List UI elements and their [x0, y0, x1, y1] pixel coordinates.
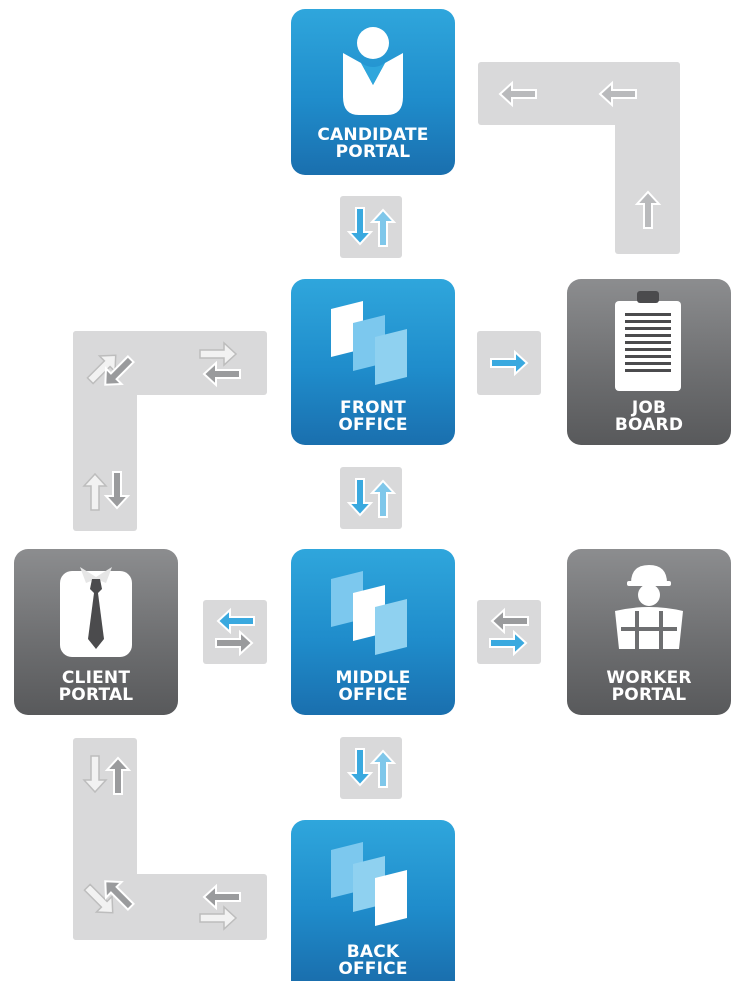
client-portal-node[interactable]: CLIENT PORTAL: [14, 549, 178, 715]
arrow-up-icon: [636, 191, 660, 229]
document-stack-icon: [331, 571, 407, 655]
connector-middle-back: [340, 737, 402, 799]
arrow-down-icon: [348, 207, 372, 245]
back-office-node[interactable]: BACK OFFICE: [291, 820, 455, 981]
middle-office-node[interactable]: MIDDLE OFFICE: [291, 549, 455, 715]
worker-portal-node[interactable]: WORKER PORTAL: [567, 549, 731, 715]
connector-client-middle: [203, 600, 267, 664]
clipboard-icon: [615, 291, 681, 391]
arrow-right-icon: [215, 631, 253, 655]
shirt-tie-icon: [60, 567, 132, 657]
arrow-left-icon: [217, 609, 255, 633]
arrow-right-icon: [199, 342, 237, 366]
node-label-line2: OFFICE: [338, 959, 408, 979]
person-icon: [343, 27, 403, 115]
front-office-node[interactable]: FRONT OFFICE: [291, 279, 455, 445]
job-board-node[interactable]: JOB BOARD: [567, 279, 731, 445]
node-label-line2: PORTAL: [611, 685, 687, 705]
arrow-up-icon: [106, 757, 130, 795]
arrow-up-icon: [371, 480, 395, 518]
arrow-left-icon: [203, 362, 241, 386]
hardhat-worker-icon: [615, 565, 683, 649]
node-label-line1: CLIENT: [61, 668, 131, 688]
arrow-up-icon: [83, 473, 107, 511]
arrow-up-icon: [371, 209, 395, 247]
candidate-portal-node[interactable]: CANDIDATE PORTAL: [291, 9, 455, 175]
arrow-left-icon: [499, 82, 537, 106]
node-label-line2: PORTAL: [58, 685, 134, 705]
arrow-down-icon: [105, 471, 129, 509]
document-stack-icon: [331, 842, 407, 926]
arrow-right-icon: [490, 351, 528, 375]
node-label-line1: JOB: [631, 398, 667, 418]
arrow-right-icon: [489, 631, 527, 655]
arrow-left-icon: [203, 885, 241, 909]
node-label-line1: CANDIDATE: [317, 125, 429, 145]
arrow-left-icon: [599, 82, 637, 106]
connector-middle-worker: [477, 600, 541, 664]
node-label-line1: BACK: [346, 942, 400, 962]
arrow-left-icon: [491, 609, 529, 633]
document-stack-icon: [331, 301, 407, 385]
arrow-down-icon: [348, 478, 372, 516]
arrow-up-icon: [371, 750, 395, 788]
connector-front-middle: [340, 467, 402, 529]
arrow-down-icon: [83, 755, 107, 793]
node-label-line1: FRONT: [340, 398, 406, 418]
node-label-line2: OFFICE: [338, 415, 408, 435]
arrow-down-icon: [348, 748, 372, 786]
node-label-line1: MIDDLE: [335, 668, 411, 688]
connector-candidate-front: [340, 196, 402, 258]
node-label-line2: PORTAL: [335, 142, 411, 162]
arrow-right-icon: [199, 906, 237, 930]
node-label-line2: OFFICE: [338, 685, 408, 705]
node-label-line2: BOARD: [614, 415, 684, 435]
node-label-line1: WORKER: [606, 668, 692, 688]
